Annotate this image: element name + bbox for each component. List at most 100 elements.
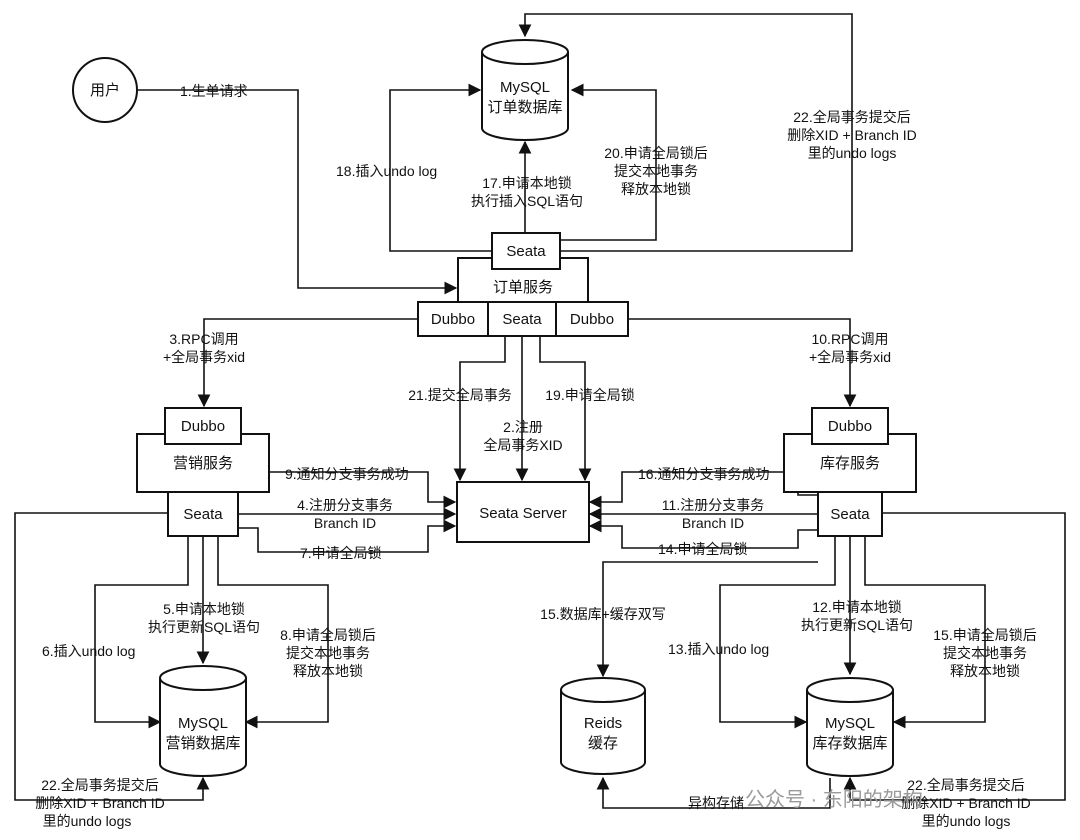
- edge-22-top-delete-undo: [518, 13, 853, 252]
- edge-20-commit-local: [560, 83, 657, 241]
- redis-line1: Reids: [584, 715, 622, 732]
- edge-14-global-lock: [588, 519, 818, 549]
- marketing-database: MySQL 营销数据库: [159, 665, 247, 777]
- label-step-19: 19.申请全局锁: [545, 387, 634, 403]
- edge-13-undo-log: [719, 536, 836, 729]
- label-step-4-line2: Branch ID: [314, 515, 376, 531]
- label-step-22-top-line1: 22.全局事务提交后: [793, 109, 910, 125]
- label-step-5-line2: 执行更新SQL语句: [148, 619, 260, 635]
- label-step-11-line1: 11.注册分支事务: [662, 497, 764, 513]
- edge-10-rpc-inventory: [628, 318, 857, 408]
- inventory-seata-label: Seata: [830, 506, 870, 523]
- order-seata-label: Seata: [506, 243, 546, 260]
- label-step-2-line1: 2.注册: [503, 419, 543, 435]
- redis-cache: Reids 缓存: [560, 677, 646, 775]
- label-step-9: 9.通知分支事务成功: [285, 466, 409, 482]
- label-step-8-line2: 提交本地事务: [286, 645, 370, 661]
- label-step-2-line2: 全局事务XID: [483, 437, 562, 453]
- label-step-15-commit-line2: 提交本地事务: [943, 645, 1027, 661]
- marketing-db-line2: 营销数据库: [165, 735, 240, 752]
- label-step-13: 13.插入undo log: [668, 641, 769, 657]
- marketing-db-line1: MySQL: [178, 715, 228, 732]
- marketing-seata-box: Seata: [167, 491, 239, 537]
- label-step-12-line1: 12.申请本地锁: [812, 599, 901, 615]
- order-dubbo-left-label: Dubbo: [431, 311, 475, 328]
- edge-22-right-delete-undo: [843, 512, 1066, 801]
- order-seata-mid-box: Seata: [487, 301, 557, 337]
- label-step-8-line1: 8.申请全局锁后: [280, 627, 376, 643]
- order-database: MySQL 订单数据库: [481, 39, 569, 141]
- inventory-db-line2: 库存数据库: [812, 735, 887, 752]
- label-step-8-line3: 释放本地锁: [293, 663, 363, 679]
- label-step-7: 7.申请全局锁: [300, 545, 382, 561]
- label-step-11-line2: Branch ID: [682, 515, 744, 531]
- inventory-service-label: 库存服务: [820, 455, 880, 472]
- label-step-15-dual-write: 15.数据库+缓存双写: [540, 606, 666, 622]
- label-step-22-left-line3: 里的undo logs: [43, 813, 132, 829]
- inventory-seata-box: Seata: [817, 491, 883, 537]
- label-step-22-right-line3: 里的undo logs: [922, 813, 1011, 829]
- order-service-label: 订单服务: [493, 279, 553, 296]
- edge-22-left-delete-undo: [14, 512, 210, 801]
- seata-server-label: Seata Server: [479, 505, 567, 522]
- label-step-20-line1: 20.申请全局锁后: [604, 145, 707, 161]
- edge-18-undo-log: [389, 83, 492, 252]
- label-step-12-line2: 执行更新SQL语句: [801, 617, 913, 633]
- user-label: 用户: [90, 82, 120, 99]
- edge-15-dual-write: [596, 561, 818, 678]
- edge-1-order-request: [138, 89, 458, 295]
- label-step-6: 6.插入undo log: [42, 643, 135, 659]
- edge-15-commit-local: [864, 536, 986, 729]
- redis-line2: 缓存: [588, 735, 618, 752]
- edge-16-notify-success: [588, 471, 818, 509]
- label-step-17-line2: 执行插入SQL语句: [471, 193, 583, 209]
- label-step-3-line1: 3.RPC调用: [169, 331, 238, 347]
- label-step-18: 18.插入undo log: [336, 163, 437, 179]
- order-dubbo-right-label: Dubbo: [570, 311, 614, 328]
- label-step-20-line2: 提交本地事务: [614, 163, 698, 179]
- label-step-17-line1: 17.申请本地锁: [482, 175, 571, 191]
- order-seata-box: Seata: [491, 232, 561, 270]
- label-step-22-top-line3: 里的undo logs: [808, 145, 897, 161]
- label-step-22-left-line1: 22.全局事务提交后: [41, 777, 158, 793]
- seata-server: Seata Server: [456, 481, 590, 543]
- label-step-16: 16.通知分支事务成功: [638, 466, 769, 482]
- label-step-14: 14.申请全局锁: [658, 541, 747, 557]
- order-dubbo-right-box: Dubbo: [555, 301, 629, 337]
- edge-7-global-lock: [238, 519, 457, 553]
- label-step-15-commit-line1: 15.申请全局锁后: [933, 627, 1036, 643]
- label-step-4-line1: 4.注册分支事务: [297, 497, 393, 513]
- marketing-service-label: 营销服务: [173, 455, 233, 472]
- label-step-22-top-line2: 删除XID + Branch ID: [787, 127, 917, 143]
- edge-21-commit-global: [453, 334, 506, 482]
- inventory-db-line1: MySQL: [825, 715, 875, 732]
- order-db-line1: MySQL: [500, 79, 550, 96]
- edge-3-rpc-marketing: [197, 318, 418, 408]
- marketing-dubbo-box: Dubbo: [164, 407, 242, 445]
- inventory-dubbo-box: Dubbo: [811, 407, 889, 445]
- label-step-20-line3: 释放本地锁: [621, 181, 691, 197]
- watermark-text: 公众号 · 东阳的架构: [745, 788, 923, 811]
- inventory-dubbo-label: Dubbo: [828, 418, 872, 435]
- label-step-1: 1.生单请求: [180, 83, 248, 99]
- edge-6-undo-log: [94, 536, 189, 729]
- user-node: 用户: [72, 57, 138, 123]
- marketing-seata-label: Seata: [183, 506, 223, 523]
- label-step-10-line1: 10.RPC调用: [811, 331, 888, 347]
- order-seata-mid-label: Seata: [502, 311, 542, 328]
- label-step-22-right-line2: 删除XID + Branch ID: [901, 795, 1031, 811]
- label-step-22-left-line2: 删除XID + Branch ID: [35, 795, 165, 811]
- order-dubbo-left-box: Dubbo: [417, 301, 489, 337]
- inventory-database: MySQL 库存数据库: [806, 677, 894, 777]
- label-async-storage: 异构存储: [688, 795, 744, 811]
- marketing-dubbo-label: Dubbo: [181, 418, 225, 435]
- label-step-5-line1: 5.申请本地锁: [163, 601, 245, 617]
- label-step-3-line2: +全局事务xid: [163, 349, 245, 365]
- label-step-10-line2: +全局事务xid: [809, 349, 891, 365]
- edge-async-storage: [596, 776, 831, 809]
- label-step-21: 21.提交全局事务: [408, 387, 511, 403]
- order-db-line2: 订单数据库: [487, 99, 562, 116]
- label-step-22-right-line1: 22.全局事务提交后: [907, 777, 1024, 793]
- edge-8-commit-local: [217, 536, 329, 729]
